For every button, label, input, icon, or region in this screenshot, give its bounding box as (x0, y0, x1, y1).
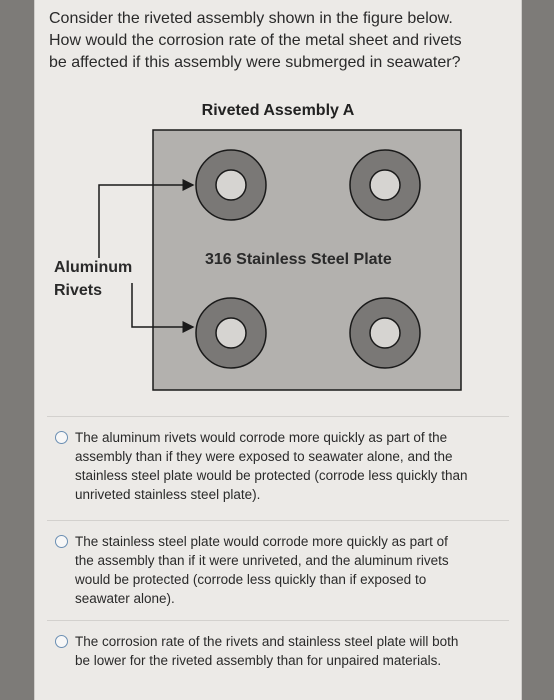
option-text: The aluminum rivets would corrode more q… (75, 428, 505, 504)
radio-button[interactable] (55, 431, 68, 444)
answer-option-1[interactable]: The aluminum rivets would corrode more q… (55, 428, 510, 508)
pointer-arrow-top (98, 179, 195, 258)
radio-button[interactable] (55, 535, 68, 548)
option-line: the assembly than if it were unriveted, … (75, 553, 449, 568)
option-line: The stainless steel plate would corrode … (75, 534, 448, 549)
question-line: How would the corrosion rate of the meta… (49, 32, 462, 49)
plate-label: 316 Stainless Steel Plate (205, 251, 392, 268)
answer-option-3[interactable]: The corrosion rate of the rivets and sta… (55, 632, 510, 672)
option-line: seawater alone). (75, 591, 175, 606)
divider (47, 620, 509, 621)
radio-button[interactable] (55, 635, 68, 648)
rivet-top-left (195, 149, 267, 221)
question-line: be affected if this assembly were submer… (49, 54, 461, 71)
riveted-assembly-figure (98, 129, 462, 391)
option-line: would be protected (corrode less quickly… (75, 572, 427, 587)
rivets-label-line: Rivets (54, 282, 103, 299)
rivet-top-right (349, 149, 421, 221)
rivet-bottom-right (349, 297, 421, 369)
option-line: The aluminum rivets would corrode more q… (75, 430, 448, 445)
option-line: The corrosion rate of the rivets and sta… (75, 634, 459, 649)
figure-title: Riveted Assembly A (201, 102, 355, 119)
answer-option-2[interactable]: The stainless steel plate would corrode … (55, 532, 510, 612)
rivet-bottom-left (195, 297, 267, 369)
rivets-label: Aluminum Rivets (54, 256, 132, 302)
question-text: Consider the riveted assembly shown in t… (49, 8, 509, 74)
option-line: assembly than if they were exposed to se… (75, 449, 453, 464)
option-text: The stainless steel plate would corrode … (75, 532, 505, 608)
question-page: Consider the riveted assembly shown in t… (34, 0, 522, 700)
pointer-arrow-bottom (131, 283, 195, 333)
rivets-label-line: Aluminum (54, 259, 133, 276)
question-line: Consider the riveted assembly shown in t… (49, 10, 453, 27)
option-text: The corrosion rate of the rivets and sta… (75, 632, 505, 670)
divider (47, 416, 509, 417)
option-line: be lower for the riveted assembly than f… (75, 653, 442, 668)
divider (47, 520, 509, 521)
option-line: stainless steel plate would be protected… (75, 468, 468, 483)
option-line: unriveted stainless steel plate). (75, 487, 261, 502)
